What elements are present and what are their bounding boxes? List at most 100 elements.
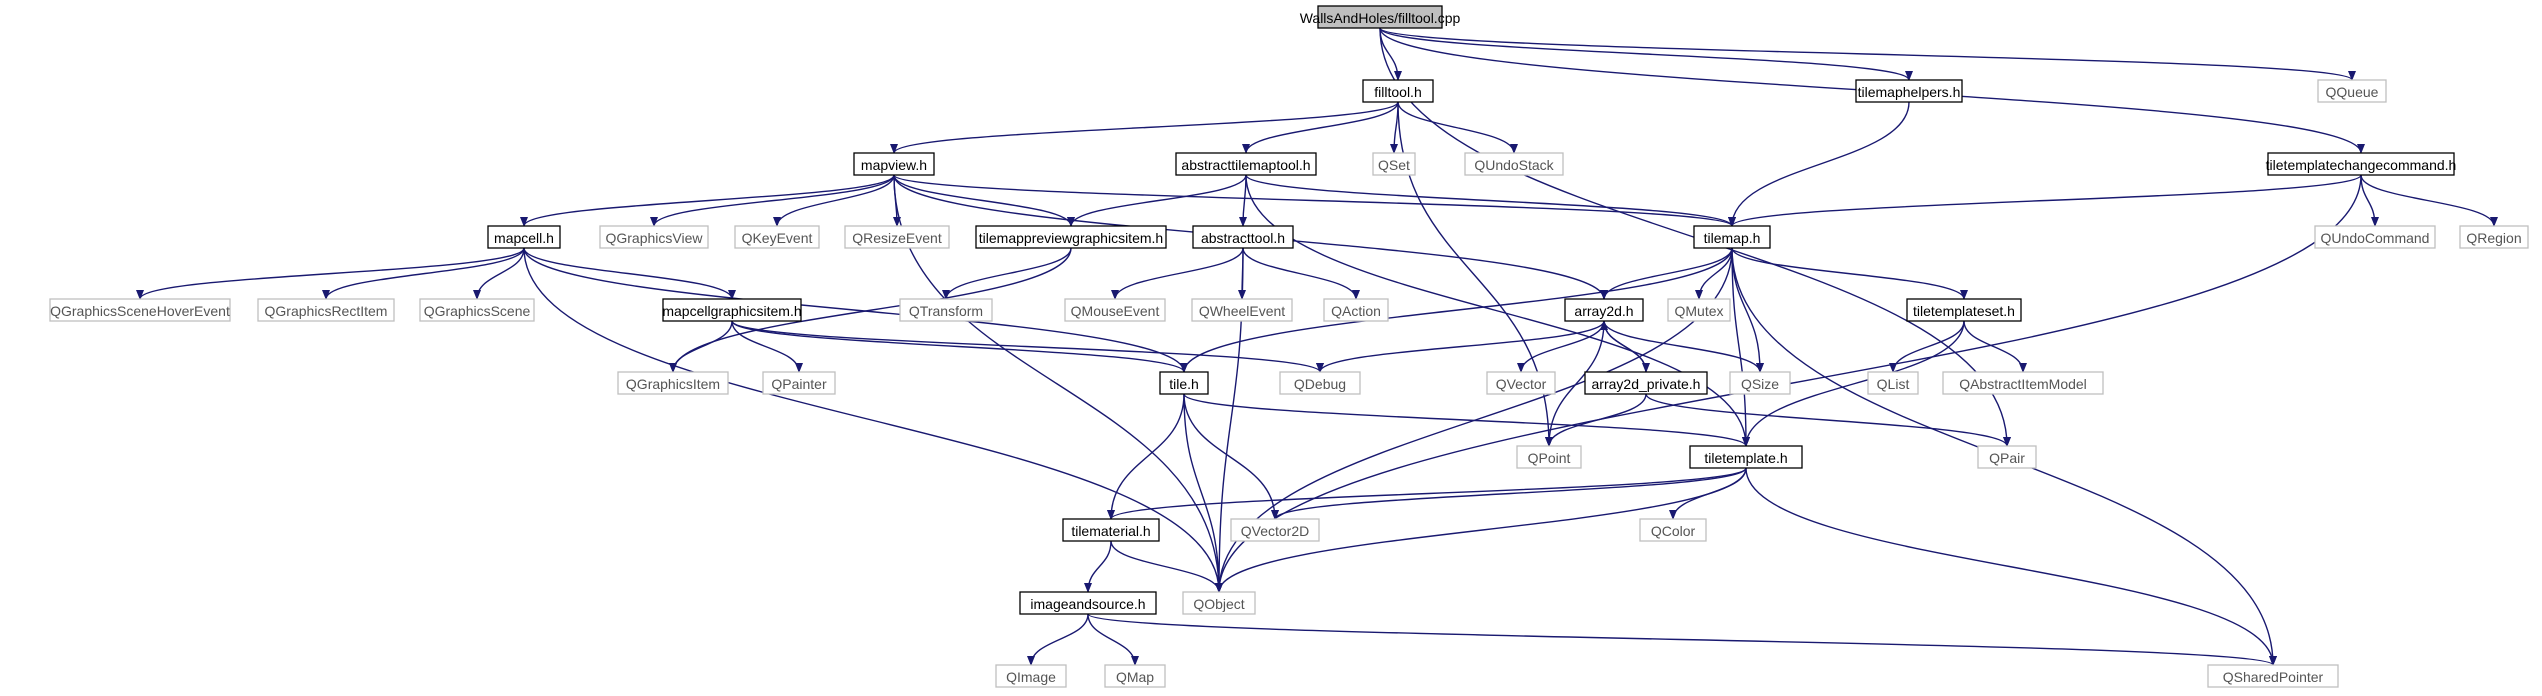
node-qaction: QAction — [1323, 298, 1389, 322]
node-qmouseevent: QMouseEvent — [1064, 298, 1166, 322]
node-abstracttool[interactable]: abstracttool.h — [1192, 225, 1294, 249]
edge-array2d_private-to-qpair — [1645, 393, 2011, 447]
node-mapcell[interactable]: mapcell.h — [487, 225, 561, 249]
edge-mapcellgraphicsitem-to-qpainter — [731, 320, 803, 373]
node-label: tiletemplateset.h — [1913, 303, 2015, 319]
node-qpair: QPair — [1977, 445, 2037, 469]
edge-tilemappreviewgraphicsitem-to-qtransform — [942, 247, 1072, 300]
node-label: QUndoCommand — [2321, 230, 2430, 246]
edge-root-to-qqueue — [1379, 27, 2356, 81]
node-tilematerial[interactable]: tilematerial.h — [1062, 518, 1160, 542]
node-box — [762, 371, 836, 395]
node-qgraphicsview: QGraphicsView — [599, 225, 709, 249]
node-tilemap[interactable]: tilemap.h — [1693, 225, 1771, 249]
node-array2d_private[interactable]: array2d_private.h — [1584, 371, 1708, 395]
node-qgraphicsscene: QGraphicsScene — [419, 298, 535, 322]
edge-tilematerial-to-qobject — [1110, 540, 1223, 593]
node-label: tiletemplate.h — [1704, 450, 1787, 466]
node-label: tiletemplatechangecommand.h — [2266, 157, 2457, 173]
node-qqueue: QQueue — [2317, 79, 2387, 103]
node-label: QMutex — [1674, 303, 1723, 319]
node-mapview[interactable]: mapview.h — [853, 152, 935, 176]
edge-mapview-to-mapcell — [520, 174, 895, 227]
node-box — [1192, 225, 1294, 249]
edge-tiletemplate-to-tilematerial — [1107, 467, 1747, 520]
edge-mapcell-to-tile — [523, 247, 1188, 373]
edge-tilemap-to-array2d — [1600, 247, 1733, 300]
node-label: QWheelEvent — [1199, 303, 1285, 319]
node-tiletemplateset[interactable]: tiletemplateset.h — [1906, 298, 2022, 322]
node-label: QImage — [1006, 669, 1056, 685]
edge-tile-to-qobject — [1183, 393, 1223, 593]
node-qundocommand: QUndoCommand — [2314, 225, 2436, 249]
node-box — [1064, 298, 1166, 322]
node-label: QPoint — [1528, 450, 1571, 466]
node-tilemappreviewgraphicsitem[interactable]: tilemappreviewgraphicsitem.h — [975, 225, 1167, 249]
edge-tiletemplatechangecommand-to-qundocommand — [2360, 174, 2379, 227]
edge-tiletemplate-to-qvector2d — [1271, 467, 1747, 520]
node-label: imageandsource.h — [1030, 596, 1145, 612]
node-label: QMap — [1116, 669, 1154, 685]
node-qgraphicsrectitem: QGraphicsRectItem — [257, 298, 395, 322]
node-abstracttilemaptool[interactable]: abstracttilemaptool.h — [1175, 152, 1317, 176]
node-box — [1729, 371, 1791, 395]
node-box — [734, 225, 820, 249]
node-label: abstracttool.h — [1201, 230, 1285, 246]
edge-tilematerial-to-imageandsource — [1084, 540, 1112, 593]
edge-abstracttilemaptool-to-tilemap — [1245, 174, 1736, 227]
node-imageandsource[interactable]: imageandsource.h — [1019, 591, 1157, 615]
edge-mapcell-to-mapcellgraphicsitem — [523, 247, 736, 300]
edge-mapview-to-qgraphicsview — [650, 174, 895, 227]
node-box — [1317, 5, 1443, 29]
node-qundostack: QUndoStack — [1464, 152, 1564, 176]
node-tiletemplatechangecommand[interactable]: tiletemplatechangecommand.h — [2266, 152, 2457, 176]
node-label: QPair — [1989, 450, 2025, 466]
node-qresizeevent: QResizeEvent — [844, 225, 950, 249]
node-qabstractitemmodel: QAbstractItemModel — [1942, 371, 2104, 395]
node-label: QColor — [1651, 523, 1696, 539]
node-tiletemplate[interactable]: tiletemplate.h — [1689, 445, 1803, 469]
node-box — [1516, 445, 1582, 469]
node-box — [1855, 79, 1963, 103]
edge-mapview-to-qkeyevent — [773, 174, 895, 227]
node-box — [1019, 591, 1157, 615]
edge-root-to-filltool — [1379, 27, 1402, 81]
node-qlist: QList — [1867, 371, 1919, 395]
node-qset: QSet — [1372, 152, 1416, 176]
node-tilemaphelpers[interactable]: tilemaphelpers.h — [1855, 79, 1963, 103]
node-box — [995, 664, 1067, 688]
edge-abstracttilemaptool-to-abstracttool — [1239, 174, 1248, 227]
edge-mapcell-to-qobject — [523, 247, 1223, 593]
node-array2d[interactable]: array2d.h — [1564, 298, 1644, 322]
edge-mapcellgraphicsitem-to-qgraphicsitem — [669, 320, 733, 373]
node-tile[interactable]: tile.h — [1159, 371, 1209, 395]
node-label: abstracttilemaptool.h — [1181, 157, 1310, 173]
node-label: QGraphicsView — [605, 230, 703, 246]
node-qgraphicsitem: QGraphicsItem — [617, 371, 729, 395]
node-box — [1977, 445, 2037, 469]
node-label: QVector — [1496, 376, 1547, 392]
node-mapcellgraphicsitem[interactable]: mapcellgraphicsitem.h — [662, 298, 802, 322]
node-label: QKeyEvent — [742, 230, 813, 246]
node-label: tilemappreviewgraphicsitem.h — [979, 230, 1163, 246]
edge-imageandsource-to-qimage — [1027, 613, 1089, 666]
node-label: tile.h — [1169, 376, 1199, 392]
node-box — [1230, 518, 1320, 542]
node-filltool[interactable]: filltool.h — [1362, 79, 1434, 103]
node-root[interactable]: WallsAndHoles/filltool.cpp — [1300, 5, 1461, 29]
file-nodes: WallsAndHoles/filltool.cpp filltool.h tile… — [49, 5, 2529, 688]
node-label: QAction — [1331, 303, 1381, 319]
node-label: QList — [1877, 376, 1910, 392]
node-label: QPainter — [771, 376, 827, 392]
node-box — [2267, 152, 2455, 176]
node-box — [1175, 152, 1317, 176]
node-box — [1942, 371, 2104, 395]
node-box — [1584, 371, 1708, 395]
node-box — [49, 298, 231, 322]
node-label: tilemaphelpers.h — [1858, 84, 1961, 100]
node-box — [1689, 445, 1803, 469]
node-label: QAbstractItemModel — [1959, 376, 2087, 392]
node-label: QGraphicsScene — [424, 303, 531, 319]
edge-filltool-to-abstracttilemaptool — [1242, 101, 1399, 154]
